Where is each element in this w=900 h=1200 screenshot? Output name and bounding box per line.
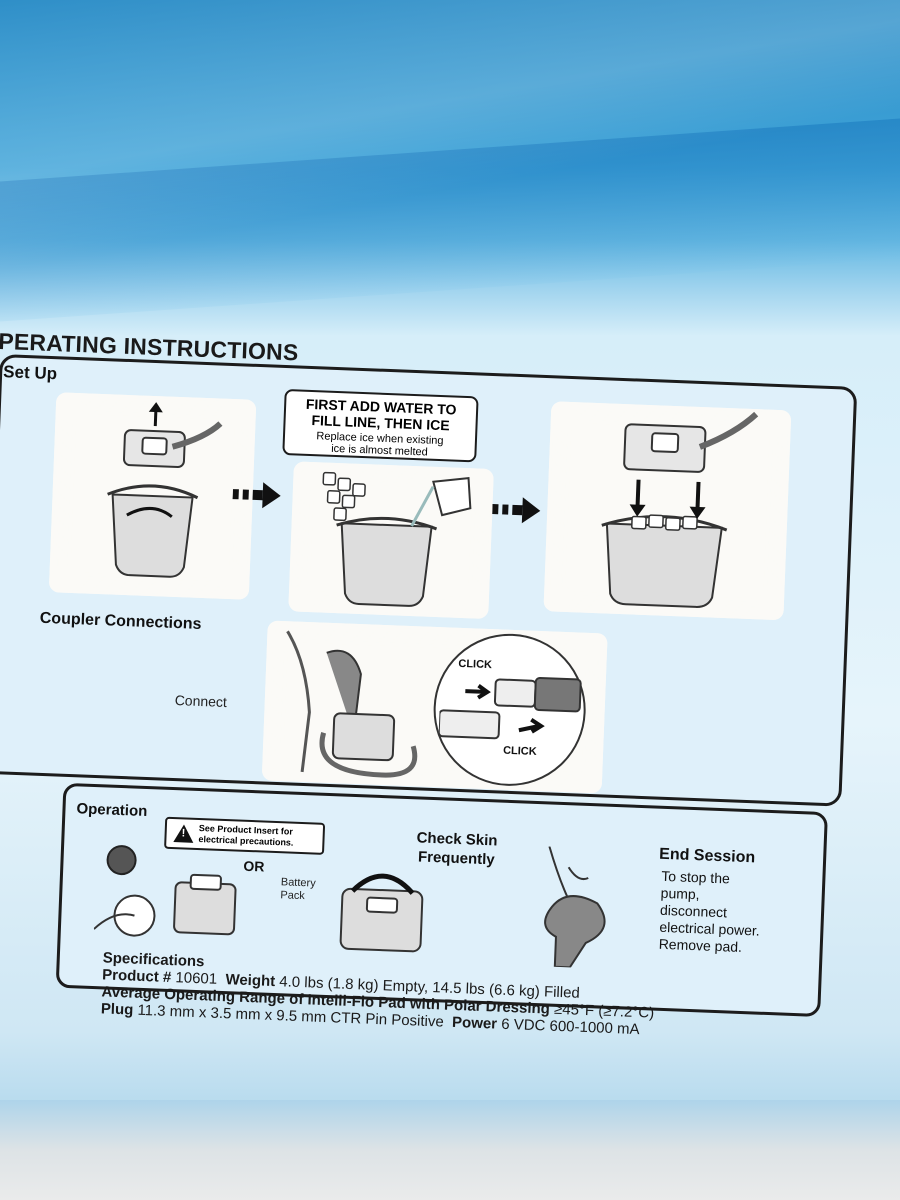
end-session-text: To stop the pump, disconnect electrical … (658, 868, 762, 957)
battery-line-1: Battery (280, 876, 316, 890)
coupler-illustration (261, 620, 608, 794)
product-number: 10601 (175, 969, 218, 988)
setup-step-1-illustration (48, 392, 257, 600)
replace-lid-image (601, 411, 759, 608)
battery-pack-label: Battery Pack (280, 876, 316, 903)
check-skin-line-2: Frequently (417, 848, 495, 869)
setup-step-3-illustration (543, 401, 792, 621)
battery-cooler-image (339, 873, 424, 953)
end-session-heading: End Session (658, 845, 756, 867)
box-bottom-edge (0, 1100, 900, 1200)
coupler-plugs-icon (438, 677, 582, 740)
power-options-image (93, 845, 237, 937)
check-skin-heading: Check Skin Frequently (416, 828, 498, 869)
click-label-bottom: CLICK (502, 744, 537, 758)
plug-label: Plug (100, 1000, 134, 1019)
power-label: Power (451, 1013, 498, 1033)
cooler-lid-removed-image (107, 402, 223, 578)
packaging-gloss (0, 0, 900, 290)
instructions-panel: PERATING INSTRUCTIONS Set Up FIRST ADD W… (0, 300, 899, 1134)
battery-line-2: Pack (280, 889, 306, 903)
connect-label: Connect (174, 692, 228, 711)
add-water-callout: FIRST ADD WATER TO FILL LINE, THEN ICE R… (282, 388, 479, 463)
click-label-top: CLICK (458, 657, 493, 672)
dashed-arrow-icon (232, 482, 281, 509)
weight-label: Weight (225, 971, 276, 991)
add-water-and-ice-image (322, 471, 472, 607)
check-skin-knee-image (544, 846, 606, 969)
dashed-arrow-icon (492, 497, 541, 524)
knee-pad-connection-image (286, 630, 586, 786)
setup-label: Set Up (2, 362, 58, 384)
setup-step-2-illustration (288, 461, 494, 619)
operation-label: Operation (76, 800, 148, 821)
